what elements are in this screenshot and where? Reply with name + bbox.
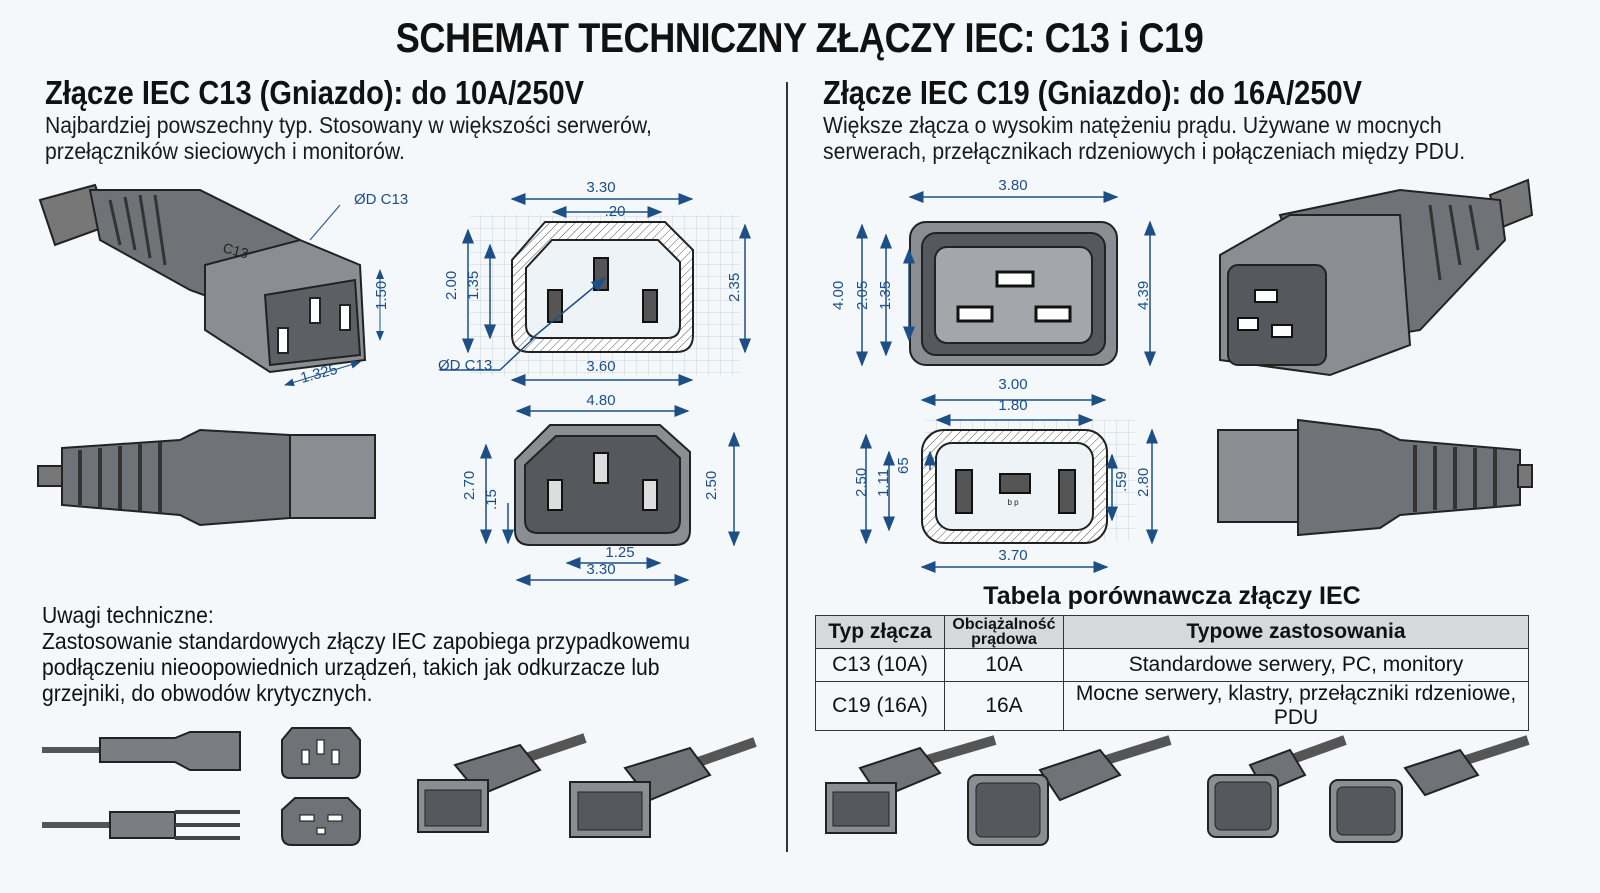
dim-label: 1.50 [373,281,390,310]
table-row: C19 (16A) 16A Mocne serwery, klastry, pr… [815,681,1529,731]
dim-label: 3.80 [998,177,1027,194]
table-cell: C19 (16A) [815,681,945,731]
table-cell: Mocne serwery, klastry, przełączniki rdz… [1063,681,1529,731]
dim-label: 2.70 [461,471,478,500]
column-header: Typowe zastosowania [1063,615,1529,649]
dim-label: 1.35 [877,281,894,310]
c19-plug-illustration [1219,178,1534,377]
dim-label: 3.00 [998,376,1027,393]
c13-plug-illustration: C13 ØD C13 1.50 1.325 [38,183,408,387]
table-title: Tabela porównawcza złączy IEC [983,582,1361,610]
c13-front-schematic: 4.80 2.70 .15 2.50 1.25 3.30 [461,392,740,586]
dim-label: 2.50 [703,471,720,500]
dim-label: 1.80 [998,397,1027,414]
dim-label: 4.39 [1135,281,1152,310]
title-text: SCHEMAT TECHNICZNY ZŁĄCZY IEC: C13 i C19 [396,14,1204,61]
dim-label: 2.35 [726,273,743,302]
dim-label: 3.30 [586,561,615,578]
c19-plug-icons [825,735,1530,846]
table-row: C13 (10A) 10A Standardowe serwery, PC, m… [815,648,1529,682]
c13-description: Najbardziej powszechny typ. Stosowany w … [45,112,652,164]
dim-label: 3.60 [586,358,615,375]
dim-label: 3.70 [998,547,1027,564]
c13-desc-line: przełączników sieciowych i monitorów. [45,138,405,164]
pin-mark: b p [1007,498,1019,507]
notes-line: podłączeniu nieoopowiednich urządzeń, ta… [42,654,660,680]
c13-plug-label: C13 [221,239,250,261]
c19-desc-line: Większe złącza o wysokim natężeniu prądu… [823,112,1442,138]
c19-desc-line: serwerach, przełącznikach rdzeniowych i … [823,138,1466,164]
c19-side-view [1217,418,1533,537]
cable-icons-left [42,727,361,846]
table-cell: Standardowe serwery, PC, monitory [1063,648,1529,682]
dim-label: 4.00 [830,281,847,310]
dim-label: ØD C13 [438,357,492,374]
dim-label: 65 [895,457,912,474]
table-cell: C13 (10A) [815,648,945,682]
section-divider [786,82,788,852]
dim-label: 1.11 [875,469,892,497]
column-header: Obciążalność prądowa [944,615,1064,649]
c13-heading: Złącze IEC C13 (Gniazdo): do 10A/250V [45,74,584,111]
c19-front-schematic: 3.80 4.00 2.05 1.35 4.39 3.00 [830,177,1156,406]
table-cell: 16A [944,681,1064,731]
notes-heading: Uwagi techniczne: [42,602,214,628]
c13-side-view [37,428,376,527]
dim-label: 3.30 [586,179,615,196]
dim-label: 1.25 [605,544,634,561]
dim-label: .15 [483,489,500,510]
c13-desc-line: Najbardziej powszechny typ. Stosowany w … [45,112,652,138]
c19-heading: Złącze IEC C19 (Gniazdo): do 16A/250V [823,74,1362,111]
dim-label: 2.05 [854,281,871,310]
dim-label: 4.80 [586,392,615,409]
dim-label: .20 [605,203,626,220]
table-header-row: Typ złącza Obciążalność prądowa Typowe z… [815,615,1529,649]
dim-label: 2.50 [853,468,870,497]
notes-line: grzejniki, do obwodów krytycznych. [42,680,373,706]
technical-notes: Uwagi techniczne: Zastosowanie standardo… [42,602,690,706]
dim-label: 2.00 [443,271,460,300]
column-header: Typ złącza [815,615,945,649]
page-title: SCHEMAT TECHNICZNY ZŁĄCZY IEC: C13 i C19 [0,14,1600,62]
c13-top-schematic: 3.30 .20 2.00 1.35 2.35 3.60 ØD C13 [438,179,751,386]
dim-label: 1.35 [465,271,482,300]
dim-label: ØD C13 [354,191,408,208]
c19-section-schematic: b p 1.80 2.50 1.11 65 .59 2.80 3.70 [853,397,1158,573]
notes-line: Zastosowanie standardowych złączy IEC za… [42,628,691,654]
comparison-table: Typ złącza Obciążalność prądowa Typowe z… [815,615,1529,731]
c13-plug-icons [417,733,757,838]
dim-label: .59 [1113,471,1130,492]
dim-label: 2.80 [1135,468,1152,497]
c19-description: Większe złącza o wysokim natężeniu prądu… [823,112,1465,164]
table-cell: 10A [944,648,1064,682]
